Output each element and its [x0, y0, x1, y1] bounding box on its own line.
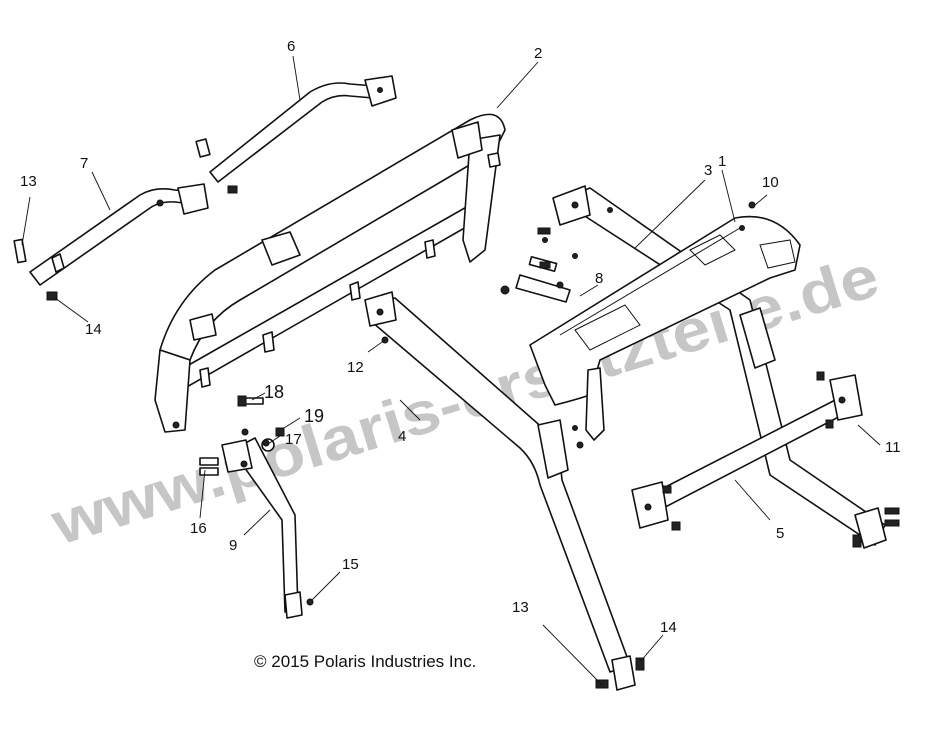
callout-1: 1: [718, 153, 726, 170]
part-9-small-tube: [199, 395, 314, 619]
callout-12: 12: [347, 359, 364, 376]
callout-7: 7: [80, 155, 88, 172]
callout-19: 19: [304, 406, 324, 426]
callout-17: 17: [285, 431, 302, 448]
part-5-cross-brace: [631, 371, 863, 531]
part-3-front-frame: [552, 185, 900, 549]
copyright-notice: © 2015 Polaris Industries Inc.: [254, 652, 476, 671]
callout-16: 16: [190, 520, 207, 537]
callout-3: 3: [704, 162, 712, 179]
callout-8: 8: [595, 270, 603, 287]
callout-15: 15: [342, 556, 359, 573]
callout-2: 2: [534, 45, 542, 62]
part-8-strut: [500, 227, 605, 449]
callout-5: 5: [776, 525, 784, 542]
callout-13-left: 13: [20, 173, 37, 190]
callout-9: 9: [229, 537, 237, 554]
callout-13-bottom: 13: [512, 599, 529, 616]
part-4-diagonal-tube: [364, 291, 645, 691]
part-7-left-brace: [13, 183, 209, 301]
callout-18: 18: [264, 382, 284, 402]
callout-6: 6: [287, 38, 295, 55]
callouts: 1 2 3 4 5 6 7 8 9 10 11 12 13 13 14 14 1…: [20, 38, 901, 636]
leader-lines: [21, 55, 881, 686]
callout-10: 10: [762, 174, 779, 191]
part-6-upper-brace: [195, 75, 397, 194]
callout-14-bottom: 14: [660, 619, 677, 636]
callout-14-left: 14: [85, 321, 102, 338]
part-1-dash-panel: [529, 201, 801, 406]
part-2-rear-roll-bar: [154, 113, 506, 433]
callout-4: 4: [398, 428, 406, 445]
callout-11: 11: [885, 439, 901, 456]
